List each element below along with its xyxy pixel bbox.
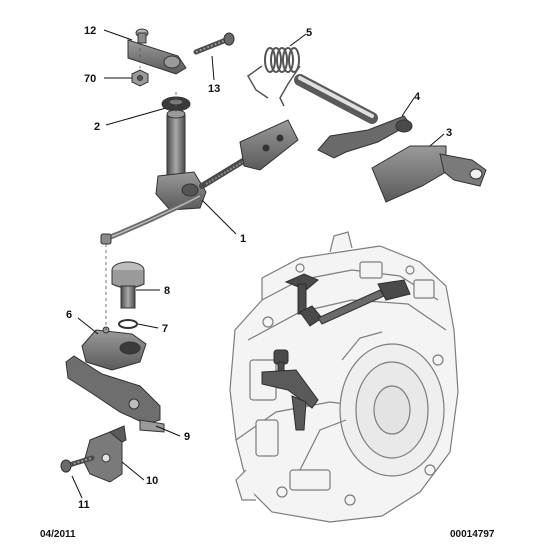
part-10-bracket [83,425,127,483]
callout-1: 1 [240,233,246,245]
callout-70: 70 [84,73,96,85]
part-70-nut [131,69,149,87]
part-11-bolt [60,455,95,473]
callout-labels: 12 70 13 2 5 4 3 1 8 6 7 9 10 11 [66,25,452,511]
part-12-upper-lever [127,28,187,75]
diagram-reference-number: 00014797 [450,529,495,540]
callout-12: 12 [84,25,96,37]
callout-4: 4 [414,91,421,103]
revision-date: 04/2011 [40,529,76,540]
assembly-guide-lines [105,42,177,330]
callout-7: 7 [162,323,168,335]
part-6-plate [81,326,147,371]
part-4-selector-arm [317,115,413,159]
callout-3: 3 [446,127,452,139]
callout-11: 11 [78,499,90,511]
part-7-o-ring [118,319,138,329]
callout-13: 13 [208,83,220,95]
installed-linkage [261,273,411,431]
callout-8: 8 [164,285,170,297]
part-13-bolt [193,32,235,55]
part-3-bracket [371,145,487,203]
callout-9: 9 [184,431,190,443]
callout-5: 5 [306,27,312,39]
part-8-knob [111,261,145,309]
callout-6: 6 [66,309,72,321]
callout-leaders [71,29,445,499]
callout-2: 2 [94,121,100,133]
part-5-spring-rod [247,47,378,124]
part-9-mounting-plate [65,355,165,433]
callout-10: 10 [146,475,158,487]
gearbox-housing [229,231,459,523]
part-1-shift-lever [100,119,299,245]
